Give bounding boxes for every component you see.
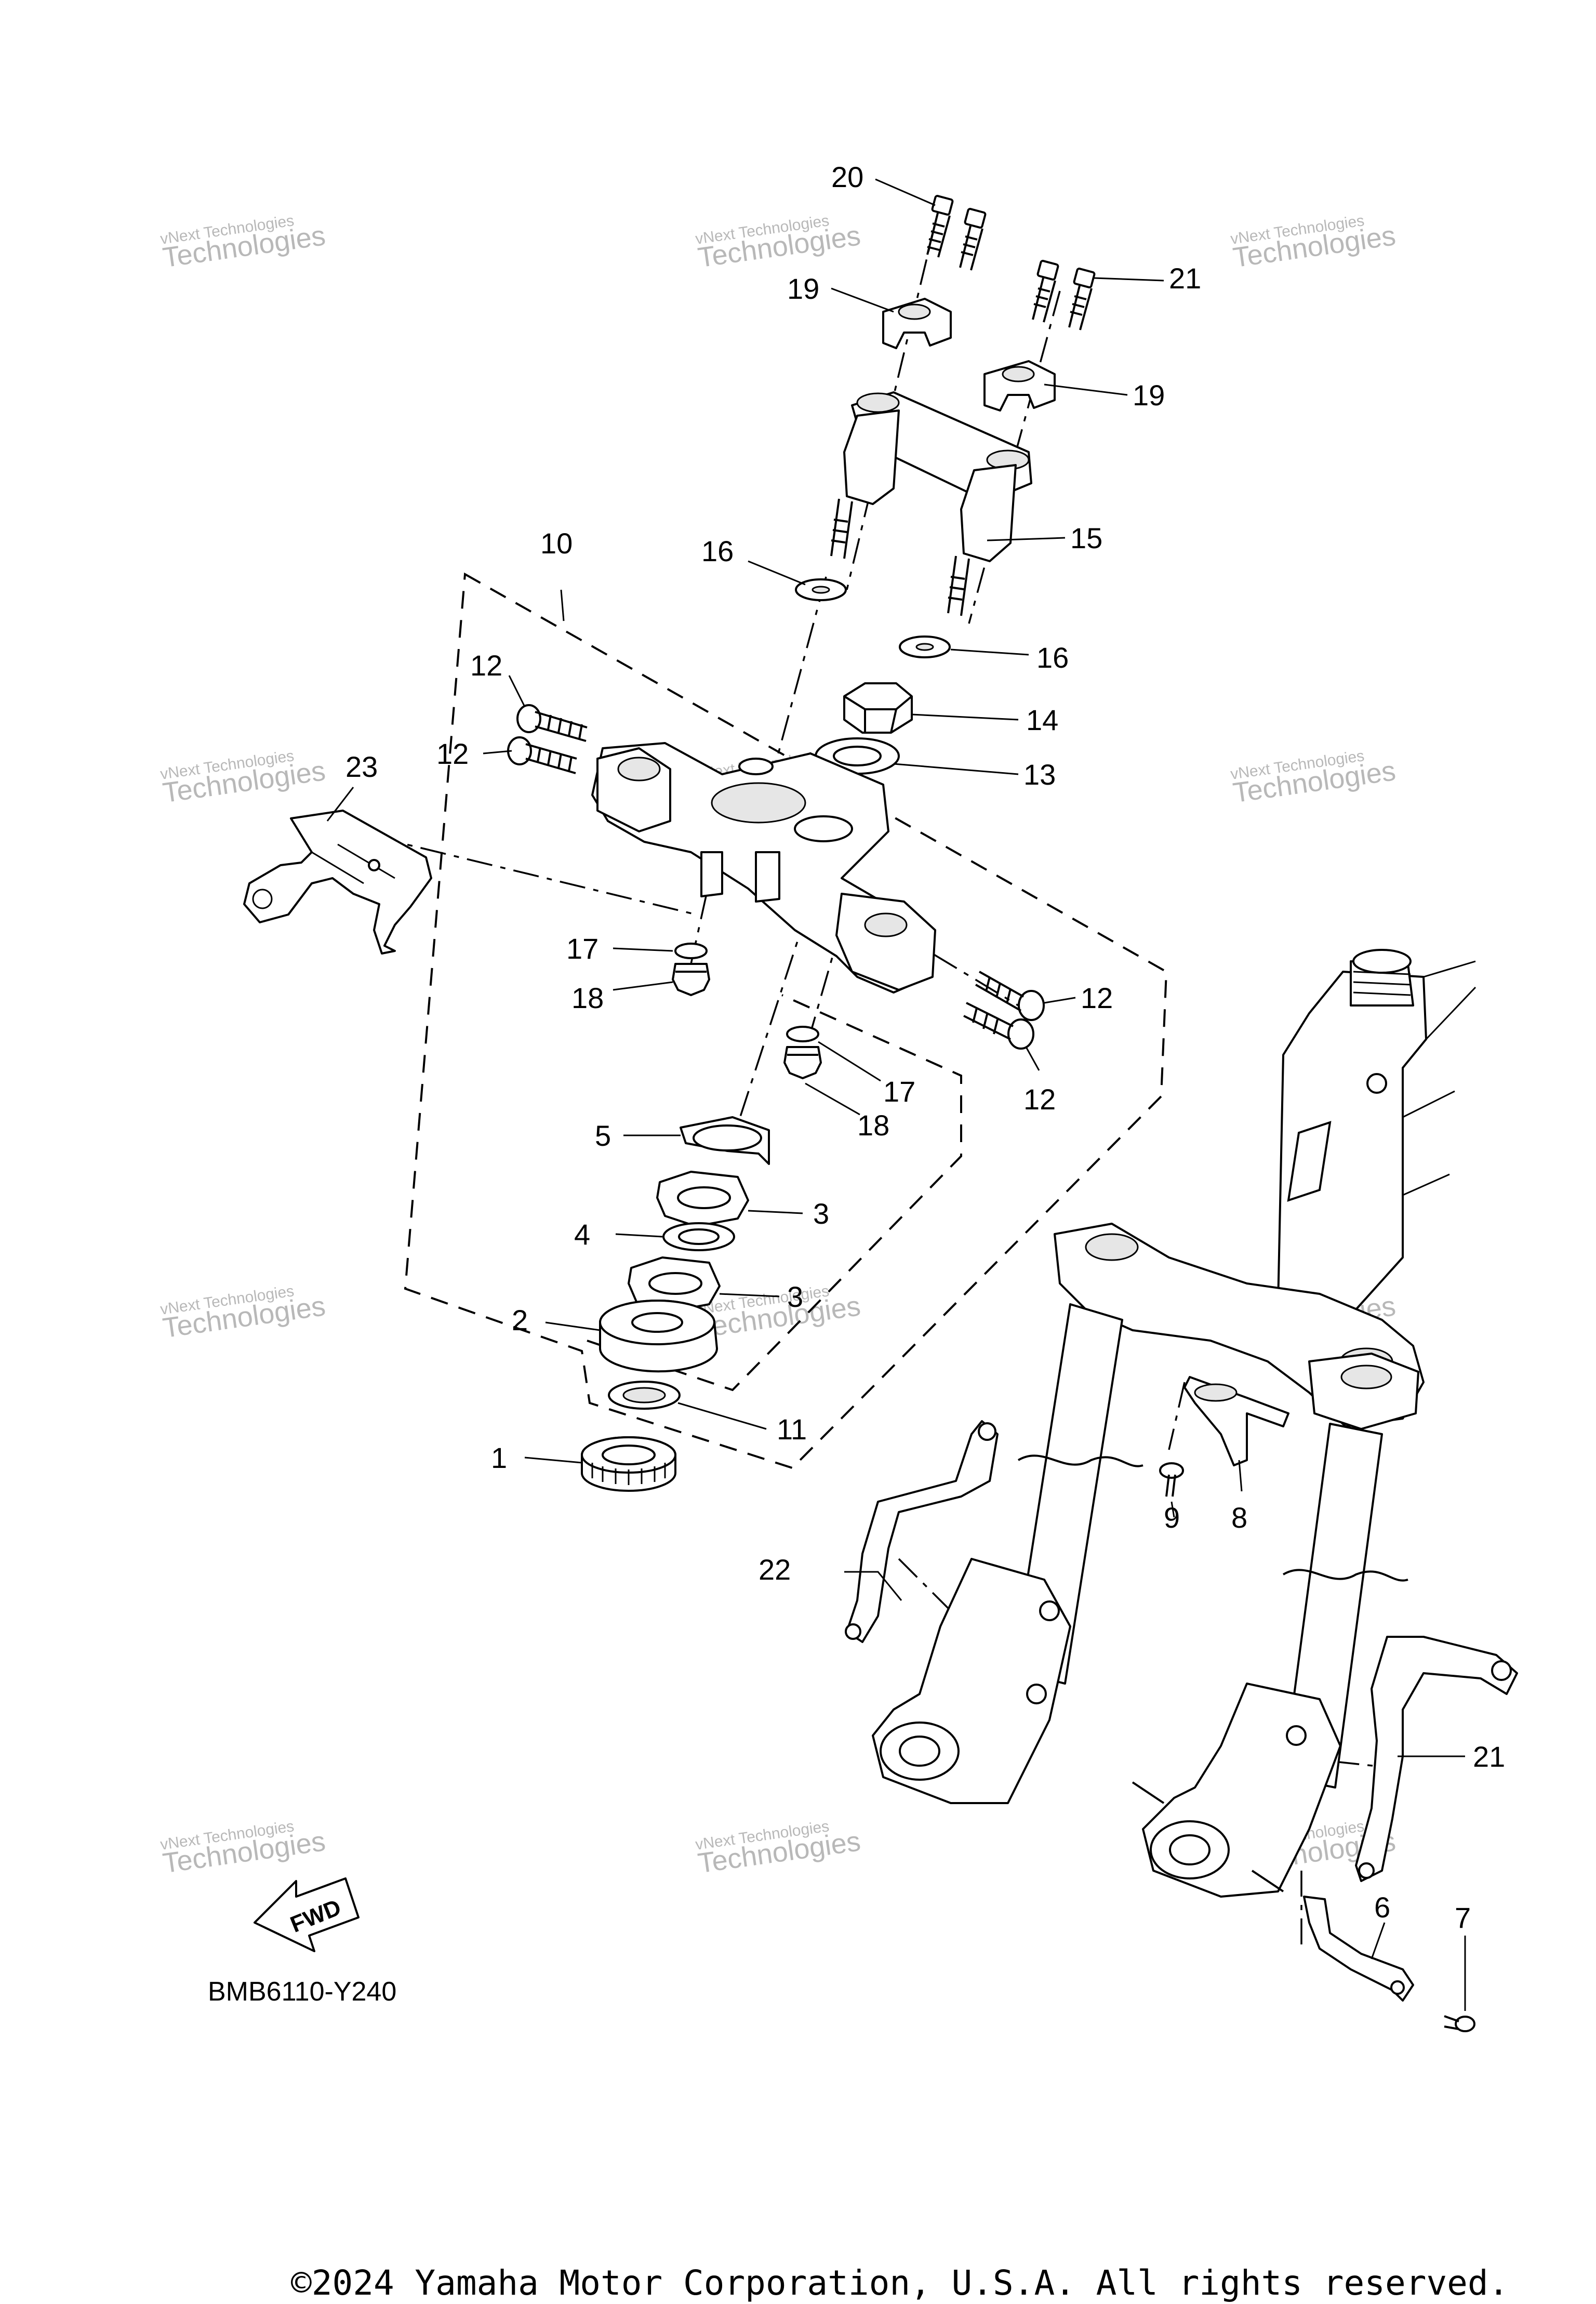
callout-20: 20 xyxy=(831,161,863,193)
callout-16: 16 xyxy=(1036,641,1069,674)
pinch-bolt-12 xyxy=(507,736,577,774)
handlebar-bolt-20 xyxy=(1032,260,1059,323)
upper-handlebar-holder-19 xyxy=(882,298,952,349)
dust-seal-11-hole xyxy=(622,1387,666,1403)
pinch-bolt-12 xyxy=(963,1002,1034,1050)
callout-22: 22 xyxy=(759,1553,791,1586)
callout-19: 19 xyxy=(787,272,819,305)
leader-lines xyxy=(326,178,1466,2011)
handlebar-bolt-20 xyxy=(1068,268,1096,330)
fwd-arrow-icon: FWD xyxy=(254,1877,360,1952)
callout-1: 1 xyxy=(491,1441,507,1474)
callout-18: 18 xyxy=(857,1109,889,1142)
callout-12: 12 xyxy=(470,649,502,682)
washer-13-hole xyxy=(833,746,882,766)
callout-5: 5 xyxy=(595,1119,611,1152)
upper-handlebar-holder-19 xyxy=(983,360,1056,412)
callout-23: 23 xyxy=(345,750,378,783)
ring-nut-3 xyxy=(628,1256,721,1313)
callout-labels: 20 21 19 19 15 16 16 14 13 10 12 12 12 1… xyxy=(345,161,1505,1934)
callout-20: 21 xyxy=(1169,262,1201,295)
callout-11: 11 xyxy=(777,1413,807,1446)
cap-nut-18 xyxy=(783,1046,822,1079)
washer-16-hole xyxy=(915,643,934,651)
callout-3: 3 xyxy=(787,1280,803,1313)
callout-10: 10 xyxy=(540,527,573,560)
bracket-6 xyxy=(1303,1896,1414,2002)
callout-3: 3 xyxy=(813,1197,829,1230)
pinch-bolt-12 xyxy=(975,971,1045,1021)
handlebar-bolt-20 xyxy=(926,195,954,258)
hose-guide-8 xyxy=(1183,1376,1289,1466)
copyright-notice: ©2024 Yamaha Motor Corporation, U.S.A. A… xyxy=(291,2263,1509,2303)
callout-15: 15 xyxy=(1070,522,1102,554)
front-fork-assembly xyxy=(872,949,1477,1898)
callout-12: 12 xyxy=(436,737,469,770)
center-line xyxy=(729,909,809,1149)
callout-2: 2 xyxy=(512,1304,528,1336)
upper-bracket-10 xyxy=(591,742,936,994)
washer-17 xyxy=(786,1026,819,1042)
ring-nut-3 xyxy=(656,1171,749,1227)
bearing-cover-5 xyxy=(680,1116,770,1165)
callout-17: 17 xyxy=(883,1075,915,1108)
center-line xyxy=(685,893,708,988)
center-line xyxy=(1168,1382,1186,1450)
handlebar-bolt-20 xyxy=(959,208,987,271)
upper-bearing-2 xyxy=(599,1300,718,1373)
callout-6: 6 xyxy=(1374,1891,1390,1924)
callout-8: 8 xyxy=(1231,1501,1247,1534)
callout-13: 13 xyxy=(1023,758,1056,791)
callout-18: 18 xyxy=(571,982,604,1014)
pinch-bolt-12 xyxy=(516,704,588,742)
center-line xyxy=(374,836,697,916)
washer-16-hole xyxy=(812,586,830,594)
bearing-set-boundary xyxy=(587,994,962,1392)
callout-12: 12 xyxy=(1023,1083,1056,1116)
callout-9: 9 xyxy=(1164,1501,1180,1534)
lower-handlebar-holder-15 xyxy=(830,391,1032,616)
center-line xyxy=(898,1558,967,1627)
callout-14: 14 xyxy=(1026,704,1058,736)
center-line xyxy=(773,576,827,770)
center-line xyxy=(968,290,1061,624)
group-boundary-10 xyxy=(404,572,1168,1469)
callout-16: 16 xyxy=(701,535,734,567)
washer-17 xyxy=(674,943,708,959)
screw-9 xyxy=(1159,1462,1184,1497)
lower-bearing-1 xyxy=(581,1436,676,1492)
steering-stem-nut-14 xyxy=(843,682,913,734)
cap-nut-18 xyxy=(672,963,710,996)
screw-7 xyxy=(1444,2015,1475,2032)
callout-21: 21 xyxy=(1473,1740,1505,1773)
callout-12: 12 xyxy=(1081,982,1113,1014)
bracket-23 xyxy=(243,810,432,955)
callout-19: 19 xyxy=(1133,379,1165,412)
callout-4: 4 xyxy=(574,1218,590,1251)
washer-4-hole xyxy=(678,1228,720,1245)
callout-17: 17 xyxy=(566,932,598,965)
diagram-code: BMB6110-Y240 xyxy=(208,1977,396,2007)
bracket-22 xyxy=(845,1420,999,1643)
callout-7: 7 xyxy=(1455,1901,1471,1934)
